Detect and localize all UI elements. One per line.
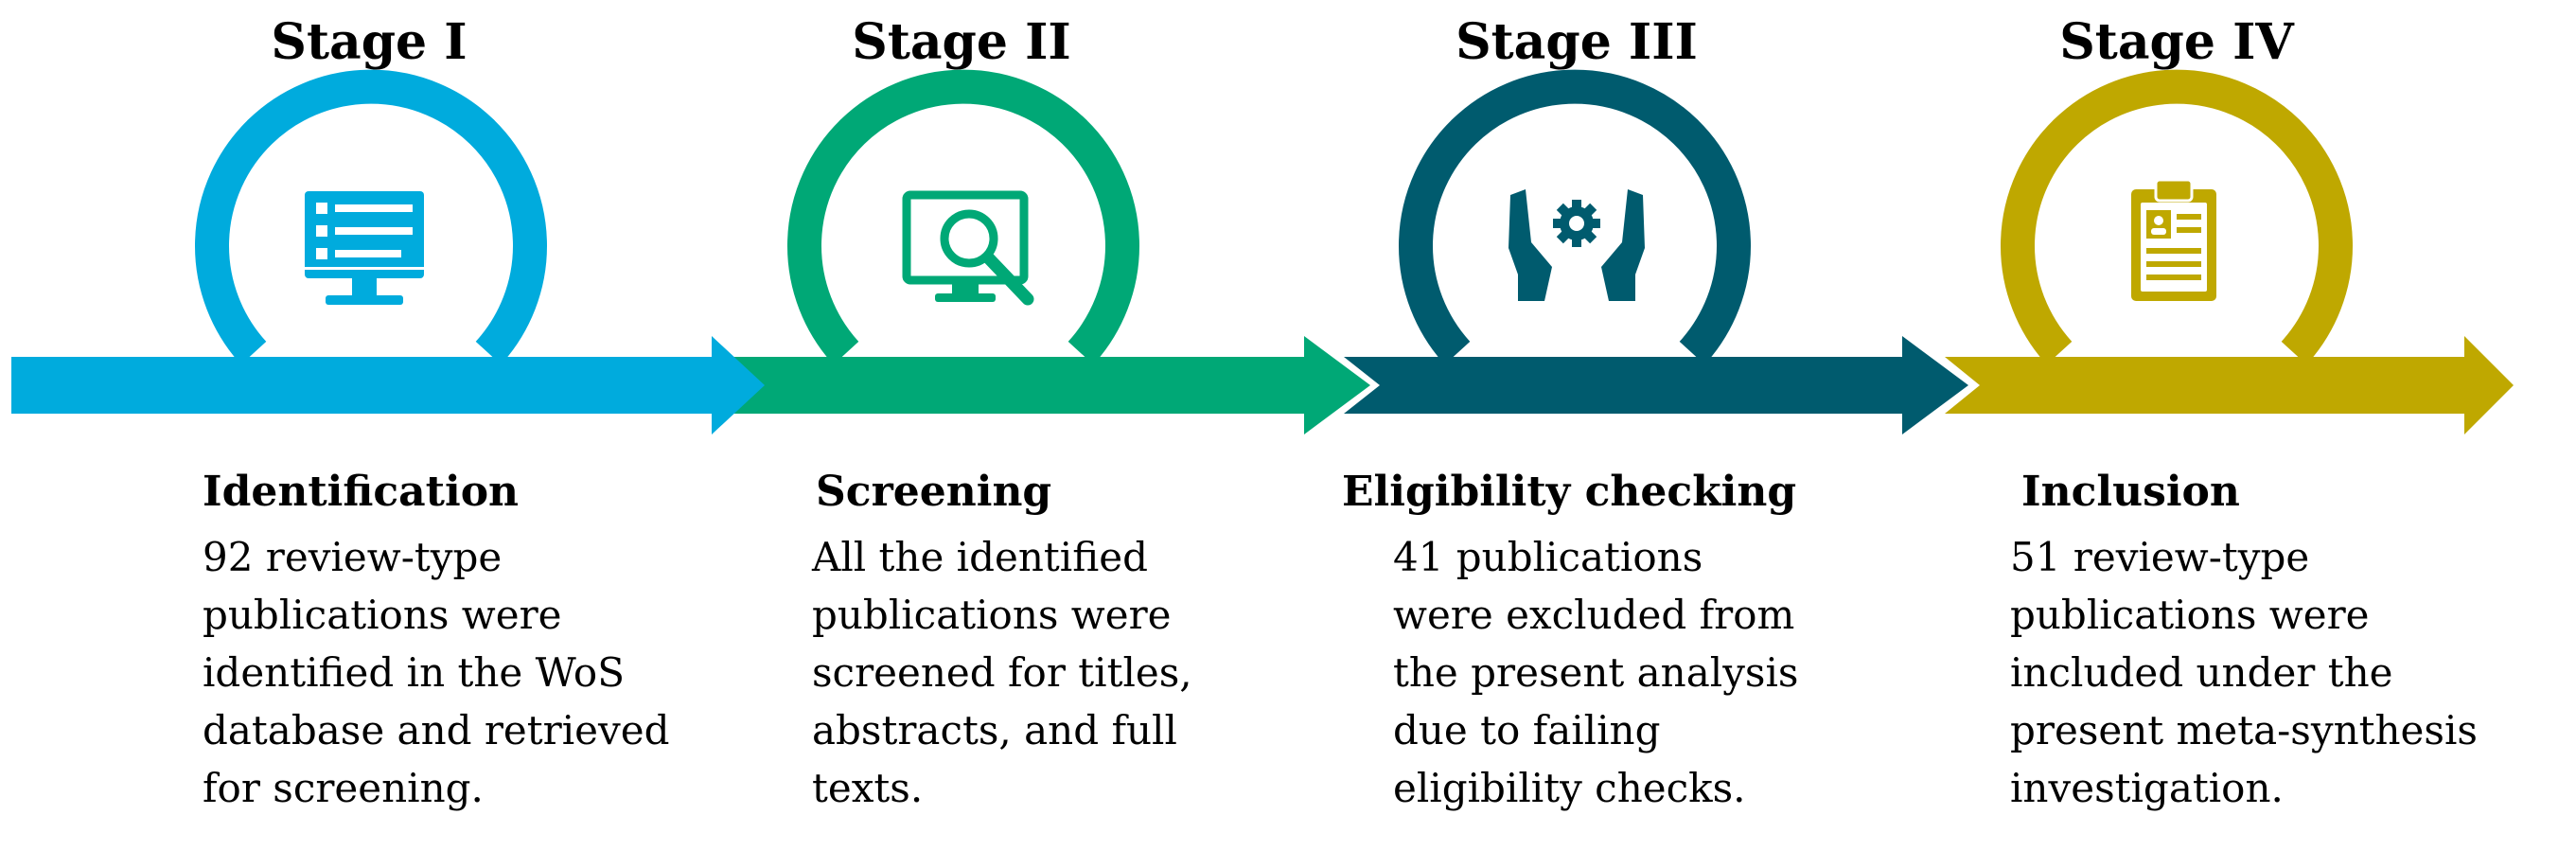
stage-1-title: Stage I (271, 13, 467, 71)
stage-2-body-line: publications were (812, 592, 1172, 638)
stage-3-body-line: the present analysis (1393, 649, 1799, 696)
stage-3-arrow (1344, 336, 1968, 434)
stage-1-body-line: database and retrieved (203, 707, 670, 753)
stage-3-body: 41 publications were excluded from the p… (1393, 528, 1872, 817)
stage-2-description: Screening All the identified publication… (812, 464, 1342, 817)
stage-4-description: Inclusion 51 review-type publications we… (2010, 464, 2540, 817)
stage-3-description: Eligibility checking 41 publications wer… (1342, 464, 1872, 817)
stage-1-body-line: identified in the WoS (203, 649, 625, 696)
stage-2-heading: Screening (816, 468, 1052, 516)
stage-4-body-line: included under the (2010, 649, 2393, 696)
stage-1-body: 92 review-type publications were identif… (203, 528, 732, 817)
stage-4-body-line: present meta-synthesis (2010, 707, 2478, 753)
hands-gear-icon (1509, 189, 1645, 301)
monitor-magnifier-icon (902, 190, 1034, 306)
stage-2-body-line: All the identified (812, 534, 1148, 580)
clipboard-icon (2131, 178, 2216, 301)
stage-1-ring (195, 69, 547, 365)
stage-1-body-line: 92 review-type (203, 534, 503, 580)
stage-4-body: 51 review-type publications were include… (2010, 528, 2540, 817)
stage-2-arrow (722, 336, 1370, 434)
stage-2-title: Stage II (852, 13, 1070, 71)
stage-3-heading: Eligibility checking (1342, 468, 1797, 516)
stage-3-ring (1399, 69, 1751, 365)
computer-checklist-icon (305, 191, 424, 305)
stage-2-body: All the identified publications were scr… (812, 528, 1342, 817)
stage-3-title: Stage III (1456, 13, 1698, 71)
stage-4-heading: Inclusion (2021, 468, 2240, 516)
stage-4-body-line: investigation. (2010, 765, 2284, 811)
stage-2-body-line: screened for titles, (812, 649, 1192, 696)
stage-4-ring (2001, 69, 2353, 365)
stage-4-body-line: publications were (2010, 592, 2370, 638)
stage-4-arrow (1945, 336, 2514, 434)
stage-3-body-line: eligibility checks. (1393, 765, 1746, 811)
stage-4-body-line: 51 review-type (2010, 534, 2310, 580)
stage-1-body-line: publications were (203, 592, 562, 638)
stage-1-arrow (11, 336, 765, 434)
stage-2-body-line: texts. (812, 765, 924, 811)
stage-2-ring (787, 69, 1139, 365)
stage-2-body-line: abstracts, and full (812, 707, 1177, 753)
stage-3-body-line: due to failing (1393, 707, 1661, 753)
stage-3-body-line: 41 publications (1393, 534, 1703, 580)
stage-1-body-line: for screening. (203, 765, 484, 811)
stage-3-body-line: were excluded from (1393, 592, 1795, 638)
stage-4-title: Stage IV (2059, 13, 2295, 71)
stage-1-description: Identification 92 review-type publicatio… (203, 464, 732, 817)
stage-1-heading: Identification (203, 468, 520, 516)
